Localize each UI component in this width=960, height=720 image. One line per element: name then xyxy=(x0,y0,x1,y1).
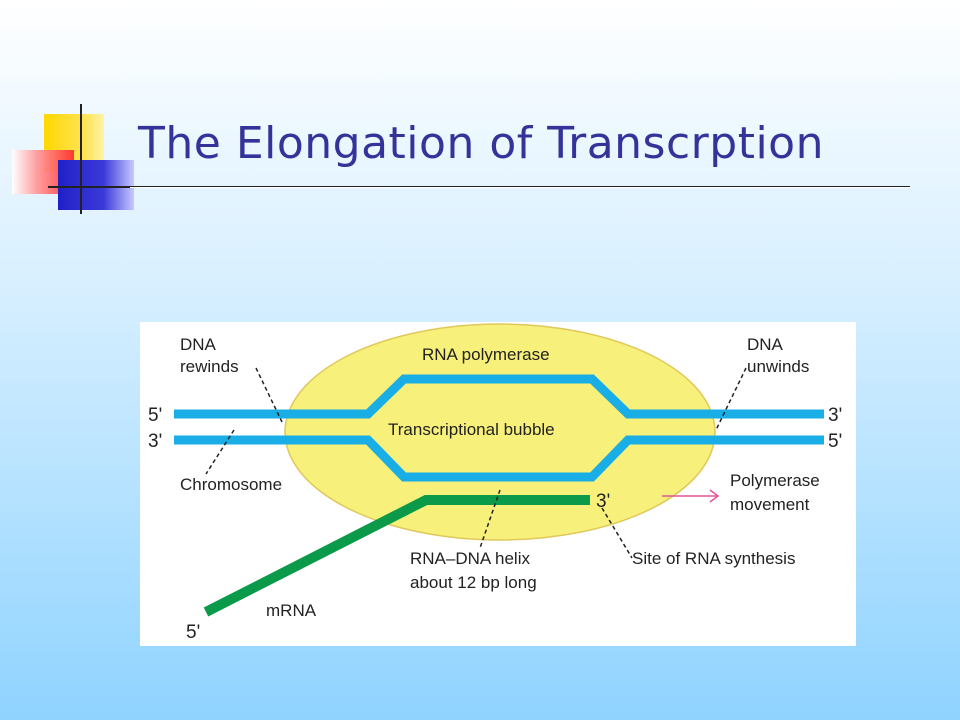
slide-title: The Elongation of Transcrption xyxy=(138,118,824,169)
polymerase-movement-arrow xyxy=(662,489,720,503)
decor-vertical-line xyxy=(80,104,82,214)
label-rna-dna-helix-line2: about 12 bp long xyxy=(410,573,537,592)
dna-bottom-strand xyxy=(174,435,824,482)
label-right-top-3prime: 3' xyxy=(828,405,842,426)
label-dna-unwinds-line1: DNA xyxy=(747,335,784,354)
label-rna-3prime: 3' xyxy=(596,491,610,512)
leader-dna-rewinds xyxy=(255,367,283,423)
diagram-svg: DNA rewinds RNA polymerase DNA unwinds 5… xyxy=(148,323,842,643)
leader-chromosome xyxy=(205,429,235,475)
label-rna-dna-helix-line1: RNA–DNA helix xyxy=(410,549,530,568)
label-dna-rewinds-line2: rewinds xyxy=(180,357,239,376)
label-dna-rewinds-line1: DNA xyxy=(180,335,217,354)
label-dna-unwinds-line2: unwinds xyxy=(747,357,809,376)
label-left-top-5prime: 5' xyxy=(148,405,162,426)
dna-top-strand xyxy=(174,374,824,419)
label-polymerase-movement-line2: movement xyxy=(730,495,810,514)
label-site-of-rna-synthesis: Site of RNA synthesis xyxy=(632,549,795,568)
transcription-diagram: DNA rewinds RNA polymerase DNA unwinds 5… xyxy=(140,322,856,646)
leader-dna-unwinds xyxy=(715,367,747,431)
label-mrna-5prime: 5' xyxy=(186,622,200,643)
label-polymerase-movement-line1: Polymerase xyxy=(730,471,820,490)
label-chromosome: Chromosome xyxy=(180,475,282,494)
label-right-bottom-5prime: 5' xyxy=(828,431,842,452)
mrna-strand xyxy=(203,495,590,617)
label-left-bottom-3prime: 3' xyxy=(148,431,162,452)
decor-blue-square xyxy=(58,160,134,210)
label-transcriptional-bubble: Transcriptional bubble xyxy=(388,420,555,439)
leader-rna-dna-helix xyxy=(479,489,501,549)
rna-polymerase-shape xyxy=(284,323,716,541)
leader-synthesis-site xyxy=(601,507,633,559)
label-rna-polymerase: RNA polymerase xyxy=(422,345,550,364)
title-underline-highlight xyxy=(130,187,910,188)
label-mrna: mRNA xyxy=(266,601,317,620)
